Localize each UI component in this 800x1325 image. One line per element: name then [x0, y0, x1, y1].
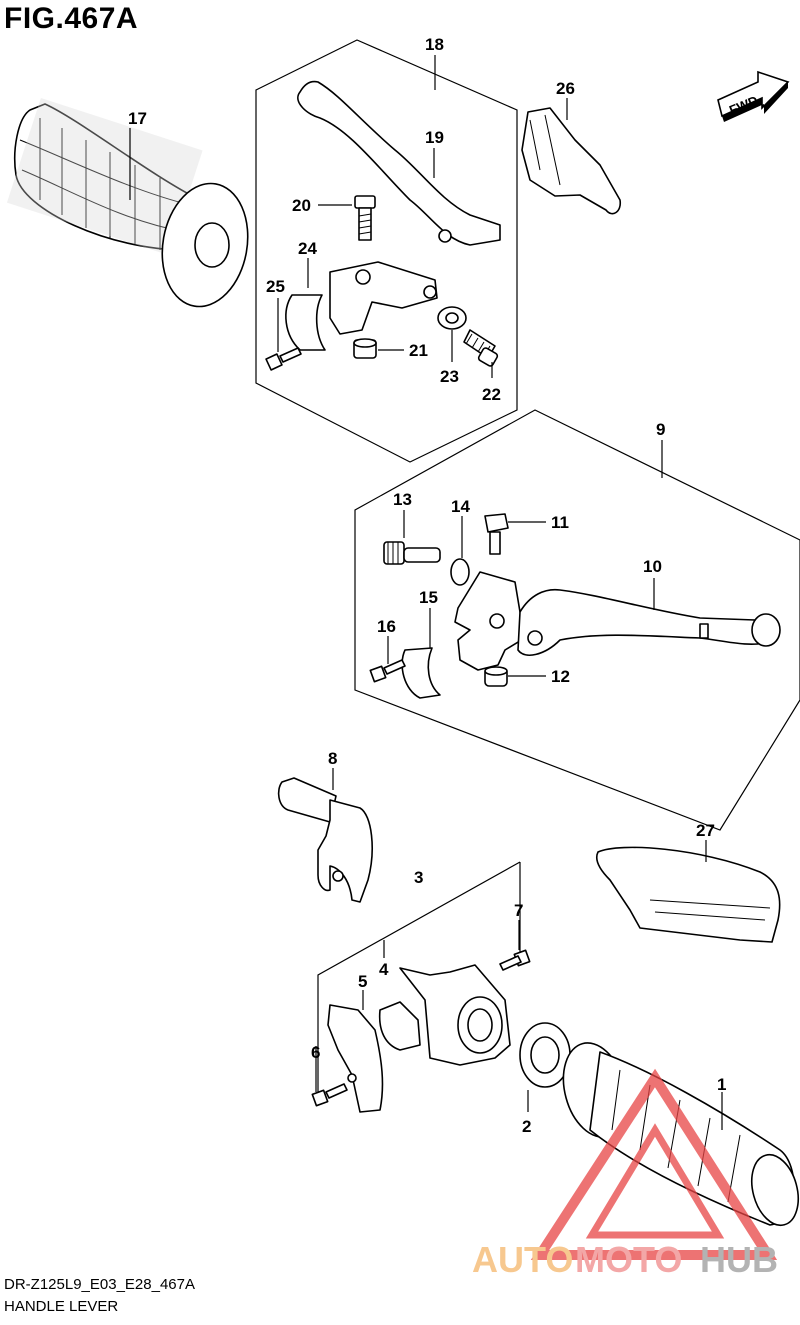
callout-12: 12 — [551, 667, 570, 686]
diagram-code: DR-Z125L9_E03_E28_467A — [4, 1276, 195, 1293]
callout-17: 17 — [128, 109, 147, 128]
group-box-18 — [255, 39, 518, 463]
cable-adjuster-13-icon — [383, 541, 441, 565]
watermark-logo: AUTO MOTO HUB — [472, 1068, 778, 1280]
screw-7-icon — [499, 949, 531, 971]
callout-8: 8 — [328, 749, 337, 768]
screw-16-icon — [369, 659, 406, 683]
clamp-24-icon — [285, 294, 326, 351]
callout-7: 7 — [514, 901, 523, 920]
figure-title: FIG.467A — [4, 2, 139, 35]
callout-2: 2 — [522, 1117, 531, 1136]
clamp-15-icon — [401, 647, 441, 699]
callout-4: 4 — [379, 960, 389, 979]
group-box-3 — [317, 861, 521, 1095]
callout-19: 19 — [425, 128, 444, 147]
callout-10: 10 — [643, 557, 662, 576]
callout-24: 24 — [298, 239, 317, 258]
throttle-pulley-2-icon — [519, 1022, 571, 1088]
callout-15: 15 — [419, 588, 438, 607]
callout-18: 18 — [425, 35, 444, 54]
callout-6: 6 — [311, 1043, 320, 1062]
watermark-hub: HUB — [700, 1239, 778, 1280]
callout-9: 9 — [656, 420, 665, 439]
callout-22: 22 — [482, 385, 501, 404]
fwd-arrow-icon: FWD — [717, 70, 790, 122]
lever-cover-26-icon — [521, 107, 622, 215]
callout-13: 13 — [393, 490, 412, 509]
callout-14: 14 — [451, 497, 470, 516]
watermark-moto: MOTO — [575, 1239, 682, 1280]
watermark-auto: AUTO — [472, 1239, 573, 1280]
callout-26: 26 — [556, 79, 575, 98]
callout-3: 3 — [414, 868, 423, 887]
group-box-9 — [354, 409, 800, 831]
leader-lines — [129, 55, 723, 1130]
screw-6-icon — [311, 1083, 348, 1107]
cable-guide-8-icon — [277, 777, 373, 903]
callout-23: 23 — [440, 367, 459, 386]
callout-25: 25 — [266, 277, 285, 296]
callout-21: 21 — [409, 341, 428, 360]
grip-left-icon — [6, 97, 249, 308]
cable-plate-5-icon — [327, 1004, 384, 1113]
callout-1: 1 — [717, 1075, 726, 1094]
clutch-holder-icon — [329, 261, 438, 335]
clutch-lever-icon — [297, 80, 501, 246]
adjuster-bolt-22-icon — [463, 329, 499, 367]
diagram-name: HANDLE LEVER — [4, 1298, 119, 1315]
callout-numbers: 17 18 19 20 24 25 21 23 22 26 9 13 14 11… — [128, 35, 726, 1136]
lock-nut-14-icon — [450, 558, 470, 586]
brake-lever-icon — [517, 588, 781, 656]
bolt-20-icon — [354, 195, 376, 241]
callout-16: 16 — [377, 617, 396, 636]
nut-12-icon — [484, 666, 508, 687]
grip-right-icon — [562, 1042, 800, 1227]
callout-27: 27 — [696, 821, 715, 840]
callout-20: 20 — [292, 196, 311, 215]
callout-11: 11 — [551, 513, 569, 532]
bolt-11-icon — [484, 513, 509, 555]
adjuster-ring-23-icon — [437, 306, 467, 330]
throttle-cover-27-icon — [595, 846, 781, 943]
nut-21-icon — [353, 338, 377, 359]
screw-25-icon — [265, 347, 302, 371]
throttle-housing-3-icon — [399, 964, 511, 1066]
callout-5: 5 — [358, 972, 367, 991]
housing-half-4-icon — [378, 1001, 421, 1051]
